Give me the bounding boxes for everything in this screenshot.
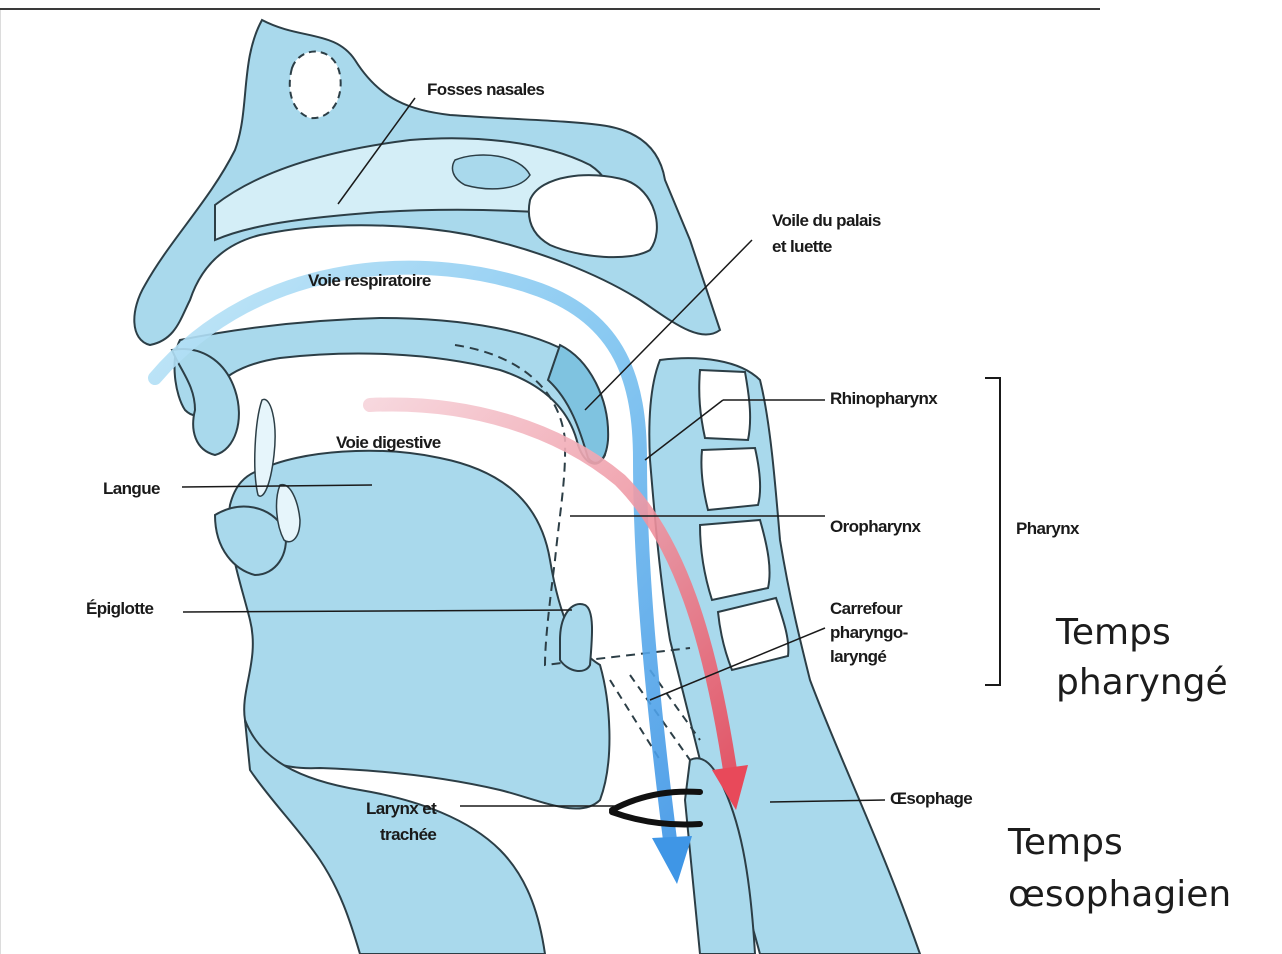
vertebra-c1 [699,370,750,440]
label-voie-digestive: Voie digestive [336,432,441,454]
frontal-sinus [290,52,341,119]
phase-pharyngeal-line1: Temps [1056,610,1171,656]
label-voie-respiratoire: Voie respiratoire [308,270,431,292]
label-carrefour-line1: Carrefour [830,598,902,620]
label-larynx-line2: trachée [380,824,436,846]
label-epiglotte: Épiglotte [86,598,153,620]
label-carrefour-line2: pharyngo- [830,622,908,644]
label-oropharynx: Oropharynx [830,516,920,538]
vertebra-c2 [701,448,760,510]
vertebra-c4 [718,598,788,670]
label-langue: Langue [103,478,160,500]
vertebra-c3 [700,520,770,600]
pharynx-bracket [985,378,1000,685]
label-voile-palais-line1: Voile du palais [772,210,881,232]
label-carrefour-line3: laryngé [830,646,886,668]
phase-pharyngeal-line2: pharyngé [1056,660,1228,706]
sphenoid-sinus [529,175,657,257]
label-fosses-nasales: Fosses nasales [427,79,544,101]
phase-oesophageal-line2: œsophagien [1008,872,1231,918]
air-arrow-head [652,836,692,884]
label-voile-palais-line2: et luette [772,236,832,258]
phase-oesophageal-line1: Temps [1008,820,1123,866]
lower-lip [215,507,286,575]
label-pharynx: Pharynx [1016,518,1079,540]
label-oesophage: Œsophage [890,788,972,810]
epiglottis [560,604,592,671]
label-rhinopharynx: Rhinopharynx [830,388,937,410]
label-larynx-line1: Larynx et [366,798,436,820]
